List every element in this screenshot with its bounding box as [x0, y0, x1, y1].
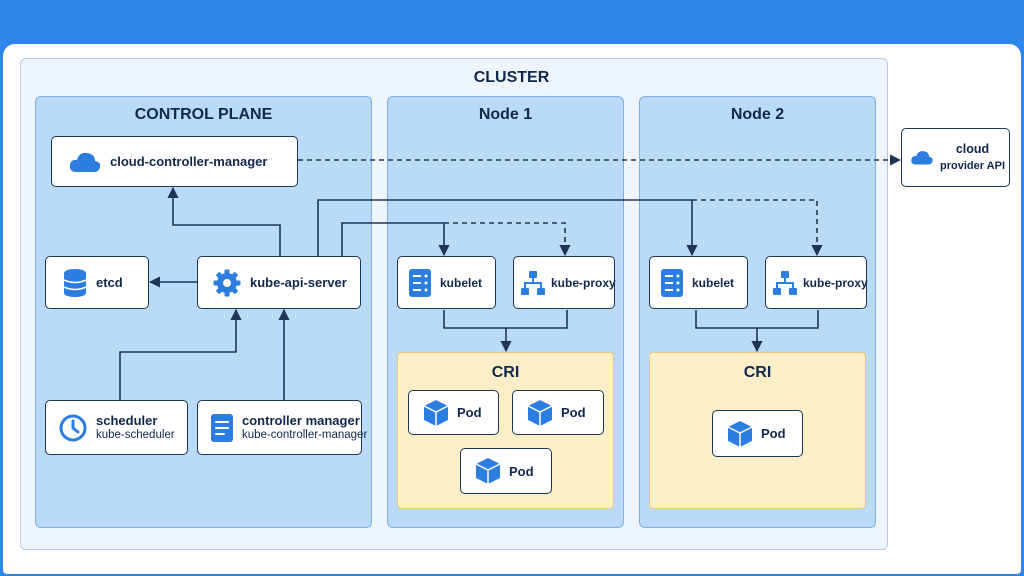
cloud-icon	[910, 149, 934, 166]
control-plane-title: CONTROL PLANE	[134, 106, 273, 123]
pod-box[interactable]: Pod	[408, 390, 499, 435]
node2-cri-panel	[649, 352, 866, 509]
kube-api-server-box[interactable]: kube-api-server	[197, 256, 361, 309]
clock-icon	[58, 413, 88, 443]
database-icon	[62, 268, 88, 298]
cloud-icon	[68, 150, 102, 174]
pod-box[interactable]: Pod	[712, 410, 803, 457]
cube-icon	[727, 420, 753, 448]
node1-kubelet-label: kubelet	[440, 275, 483, 290]
node2-kube-proxy-box[interactable]: kube-proxy	[765, 256, 868, 309]
node2-kubelet-box[interactable]: kubelet	[649, 256, 748, 309]
scheduler-label: scheduler	[96, 412, 158, 428]
document-icon	[210, 413, 234, 443]
pod-box[interactable]: Pod	[512, 390, 604, 435]
pod-box[interactable]: Pod	[460, 448, 552, 494]
cloud-provider-line2: provider API	[940, 159, 1005, 172]
pod-label: Pod	[761, 426, 786, 441]
cube-icon	[423, 399, 449, 427]
controller-manager-box[interactable]: controller manager kube-controller-manag…	[197, 400, 367, 455]
node1-title: Node 1	[478, 106, 533, 123]
api-server-label: kube-api-server	[250, 275, 347, 290]
network-icon	[772, 270, 798, 296]
node2-kube-proxy-label: kube-proxy	[803, 275, 868, 290]
node1-kubelet-box[interactable]: kubelet	[397, 256, 496, 309]
pod-label: Pod	[509, 463, 534, 479]
server-icon	[408, 268, 432, 298]
scheduler-box[interactable]: scheduler kube-scheduler	[45, 400, 188, 455]
etcd-label: etcd	[96, 275, 123, 290]
controller-manager-label: controller manager	[242, 412, 360, 428]
cloud-provider-api-box[interactable]: cloud provider API	[901, 128, 1010, 187]
node2-kubelet-label: kubelet	[692, 275, 735, 290]
node2-cri-title: CRI	[743, 364, 772, 381]
pod-label: Pod	[561, 405, 586, 420]
node1-cri-title: CRI	[491, 364, 520, 381]
node2-title: Node 2	[730, 106, 785, 123]
scheduler-sublabel: kube-scheduler	[96, 428, 175, 441]
controller-manager-sublabel: kube-controller-manager	[242, 428, 368, 441]
cloud-provider-line1: cloud	[955, 141, 990, 156]
cluster-title: CLUSTER	[473, 69, 550, 86]
cube-icon	[527, 399, 553, 427]
cloud-controller-manager-box[interactable]: cloud-controller-manager	[51, 136, 298, 187]
pod-label: Pod	[457, 405, 482, 420]
gear-icon	[212, 268, 242, 298]
server-icon	[660, 268, 684, 298]
node1-kube-proxy-box[interactable]: kube-proxy	[513, 256, 616, 309]
cube-icon	[475, 457, 501, 485]
node1-kube-proxy-label: kube-proxy	[551, 275, 616, 290]
ccm-label: cloud-controller-manager	[110, 154, 268, 169]
network-icon	[520, 270, 546, 296]
etcd-box[interactable]: etcd	[45, 256, 149, 309]
